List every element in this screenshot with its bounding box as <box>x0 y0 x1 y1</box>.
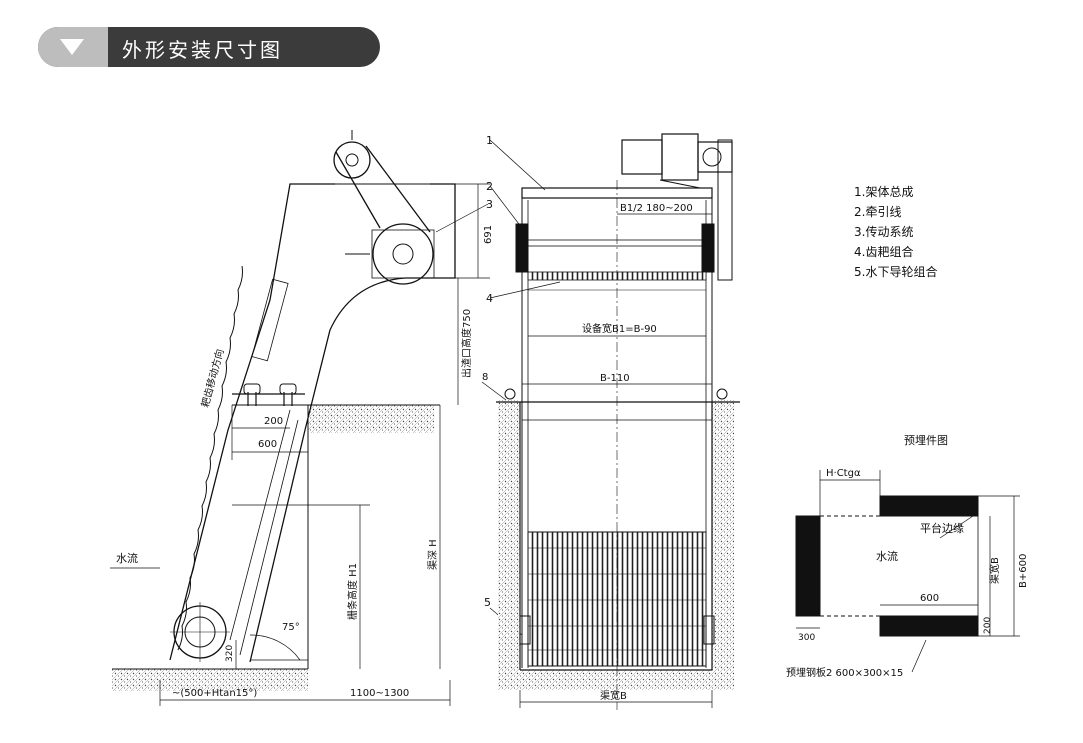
angle-75: 75° <box>282 622 300 633</box>
left-sprocket <box>515 223 529 273</box>
frame-outer-edge <box>169 183 335 661</box>
side-view <box>110 130 561 706</box>
front-view <box>496 133 740 710</box>
embed-dim-300: 300 <box>798 633 815 643</box>
drive-wheel <box>372 223 434 285</box>
dim-600: 600 <box>258 439 277 450</box>
legend-item-4: 4.齿耙组合 <box>854 245 914 259</box>
callout-3: 3 <box>486 198 493 211</box>
triangle-down-icon <box>60 39 84 55</box>
dim-320: 320 <box>225 645 235 662</box>
legend-item-5: 5.水下导轮组合 <box>854 265 938 279</box>
top-pulley <box>333 141 371 179</box>
embed-plate-bottom <box>879 615 979 637</box>
header-title: 外形安装尺寸图 <box>122 38 283 62</box>
right-sprocket <box>701 223 715 273</box>
callout-5: 5 <box>484 596 491 609</box>
callout-1: 1 <box>486 134 493 147</box>
dim-channel-width: 渠宽B <box>600 689 627 702</box>
embed-plate-left <box>795 515 821 617</box>
front-channel-floor <box>498 670 734 690</box>
embed-dim-channel: 渠宽B <box>988 557 1001 584</box>
dim-outlet-height: 出渣口高度750 <box>460 309 473 378</box>
side-ground-bottom <box>112 669 308 691</box>
drive-side-plate <box>717 139 733 281</box>
dim-channel-depth: 渠深 H <box>427 539 439 570</box>
side-dimensions <box>159 139 561 706</box>
dim-b1-half: B1/2 180~200 <box>620 203 693 214</box>
dim-base: ~(500+Htan15°) <box>172 688 257 699</box>
front-channel-wall-right <box>712 400 734 690</box>
legend-item-3: 3.传动系统 <box>854 225 914 239</box>
dim-b-110: B-110 <box>600 373 630 384</box>
legend-item-2: 2.牵引线 <box>854 205 902 219</box>
embed-dim-600: 600 <box>920 593 939 604</box>
dim-grid-height: 栅条高度 H1 <box>346 563 359 620</box>
parts-legend: 1.架体总成 2.牵引线 3.传动系统 4.齿耙组合 5.水下导轮组合 <box>854 182 937 282</box>
embed-dim-b600: B+600 <box>1018 554 1029 588</box>
front-channel-wall-left <box>498 400 520 690</box>
callout-4: 4 <box>486 292 493 305</box>
dim-200: 200 <box>264 416 283 427</box>
embed-title: 预埋件图 <box>904 434 948 447</box>
motor <box>621 139 663 175</box>
embed-dim-200: 200 <box>983 617 993 634</box>
side-ground-top <box>308 405 434 433</box>
embed-view <box>795 470 1020 673</box>
callout-2: 2 <box>486 180 493 193</box>
dim-691: 691 <box>483 225 494 244</box>
embed-flow-label: 水流 <box>876 549 898 563</box>
dim-equipment-width: 设备宽B1=B-90 <box>582 322 657 335</box>
flow-label: 水流 <box>116 551 138 565</box>
embed-edge-label: 平台边缘 <box>920 521 964 535</box>
legend-item-1: 1.架体总成 <box>854 185 914 199</box>
dim-1100-1300: 1100~1300 <box>350 688 409 699</box>
section-header: 外形安装尺寸图 <box>38 27 380 67</box>
front-dimensions <box>519 213 713 708</box>
dim-8: 8 <box>482 372 488 383</box>
header-icon-box <box>38 27 108 67</box>
rake-chain <box>177 265 243 651</box>
rake-direction-label: 耙齿移动方向 <box>198 347 226 408</box>
embed-dim-top: H·Ctgα <box>826 468 861 479</box>
embed-plate-label: 预埋钢板2 600×300×15 <box>786 666 903 679</box>
embed-plate-top <box>879 495 979 517</box>
